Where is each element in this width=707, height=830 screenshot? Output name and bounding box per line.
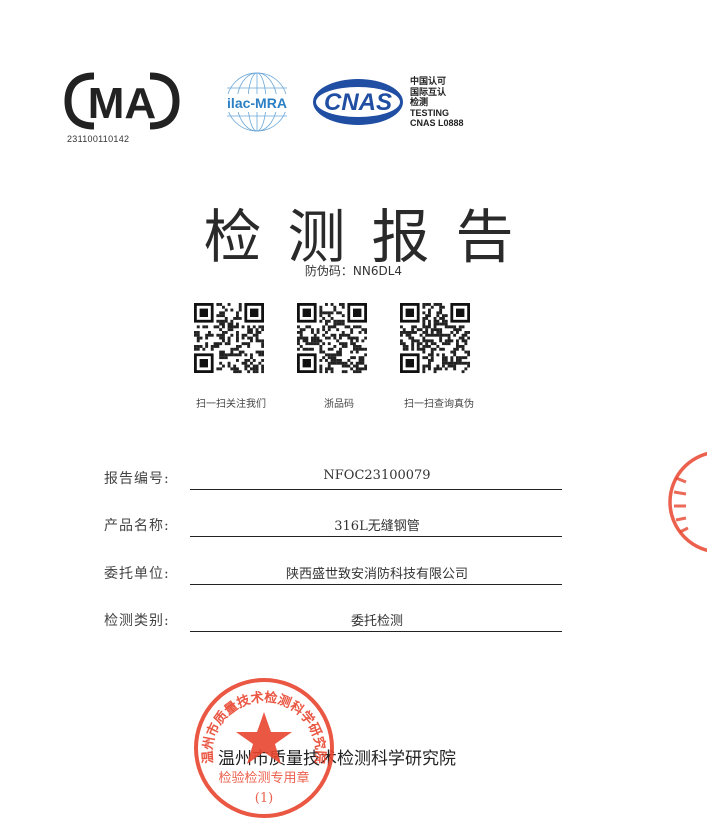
cnas-line: CNAS L0888 [410,118,464,128]
cnas-accreditation-text: 中国认可 国际互认 检测 TESTING CNAS L0888 [410,76,464,129]
field-underline [190,489,562,490]
field-label: 产品名称: [104,518,170,534]
field-client: 委托单位: 陕西盛世致安消防科技有限公司 [104,559,564,585]
ilac-text: ilac-MRA [227,95,287,111]
field-report-number: 报告编号: NFOC23100079 [104,464,564,490]
cnas-text: CNAS [324,89,392,116]
field-value: NFOC23100079 [323,468,431,483]
field-product-name: 产品名称: 316L无缝钢管 [104,511,564,537]
field-underline [190,536,562,537]
ilac-mra-logo: ilac-MRA [216,70,298,134]
field-label: 检测类别: [104,613,170,629]
official-seal: 温州市质量技术检测科学研究院 检验检测专用章 (1) [194,678,334,818]
field-underline [190,584,562,585]
cnas-logo: CNAS [311,77,405,127]
cnas-line: TESTING [410,107,450,118]
field-value: 316L无缝钢管 [334,519,420,534]
cma-mark: MA [64,72,180,130]
partial-seal-edge [668,451,707,553]
field-label: 报告编号: [104,471,170,487]
qr-code-verify[interactable] [400,303,470,375]
cma-text: MA [88,79,156,128]
field-value: 陕西盛世致安消防科技有限公司 [285,567,468,582]
seal-number: (1) [255,791,273,806]
qr-caption: 扫一扫关注我们 [196,399,266,410]
field-label: 委托单位: [104,566,170,582]
seal-inner-text: 检验检测专用章 [218,770,309,786]
page-title: 检测报告 [203,203,540,271]
cma-code: 231100110142 [67,134,130,144]
cma-logo: MA 231100110142 [64,70,180,144]
qr-code-follow[interactable] [194,303,264,375]
field-underline [190,631,562,632]
qr-caption: 浙品码 [324,399,354,410]
field-test-category: 检测类别: 委托检测 [104,606,564,632]
cnas-line: 检测 [410,97,429,107]
field-value: 委托检测 [350,614,403,629]
star-icon [236,712,292,764]
cnas-line: 国际互认 [410,86,447,97]
qr-caption: 扫一扫查询真伪 [404,399,474,410]
cnas-line: 中国认可 [410,76,447,86]
anti-counterfeit-code: 防伪码：NN6DL4 [304,264,403,278]
qr-code-product[interactable] [297,303,367,375]
